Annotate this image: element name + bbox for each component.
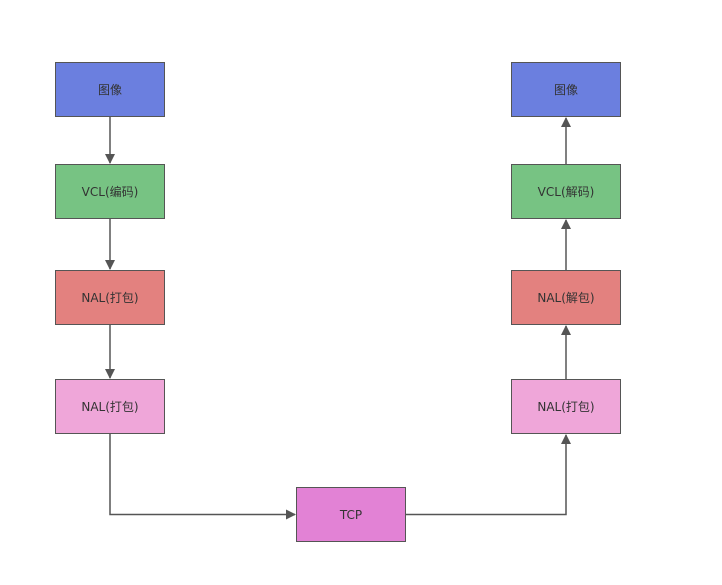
- node-right-nal2-label: NAL(打包): [537, 400, 595, 414]
- node-left-nal-pack: NAL(打包): [55, 270, 165, 325]
- edge-left-nal2-to-tcp: [109, 434, 296, 520]
- node-right-vcl-label: VCL(解码): [537, 185, 595, 199]
- edge-tcp-to-right-nal2: [406, 434, 571, 516]
- node-right-vcl-decode: VCL(解码): [511, 164, 621, 219]
- node-right-nal-unpack: NAL(解包): [511, 270, 621, 325]
- node-tcp: TCP: [296, 487, 406, 542]
- node-tcp-label: TCP: [339, 507, 363, 522]
- node-left-nal1-label: NAL(打包): [81, 291, 139, 305]
- node-left-nal2-label: NAL(打包): [81, 400, 139, 414]
- node-right-image-label: 图像: [553, 83, 578, 97]
- node-left-nal-pack-2: NAL(打包): [55, 379, 165, 434]
- node-left-image: 图像: [55, 62, 165, 117]
- node-right-nal-pack: NAL(打包): [511, 379, 621, 434]
- node-right-image: 图像: [511, 62, 621, 117]
- node-left-vcl-encode: VCL(编码): [55, 164, 165, 219]
- node-left-image-label: 图像: [97, 83, 122, 97]
- node-right-nal1-label: NAL(解包): [537, 291, 595, 305]
- node-left-vcl-label: VCL(编码): [81, 185, 139, 199]
